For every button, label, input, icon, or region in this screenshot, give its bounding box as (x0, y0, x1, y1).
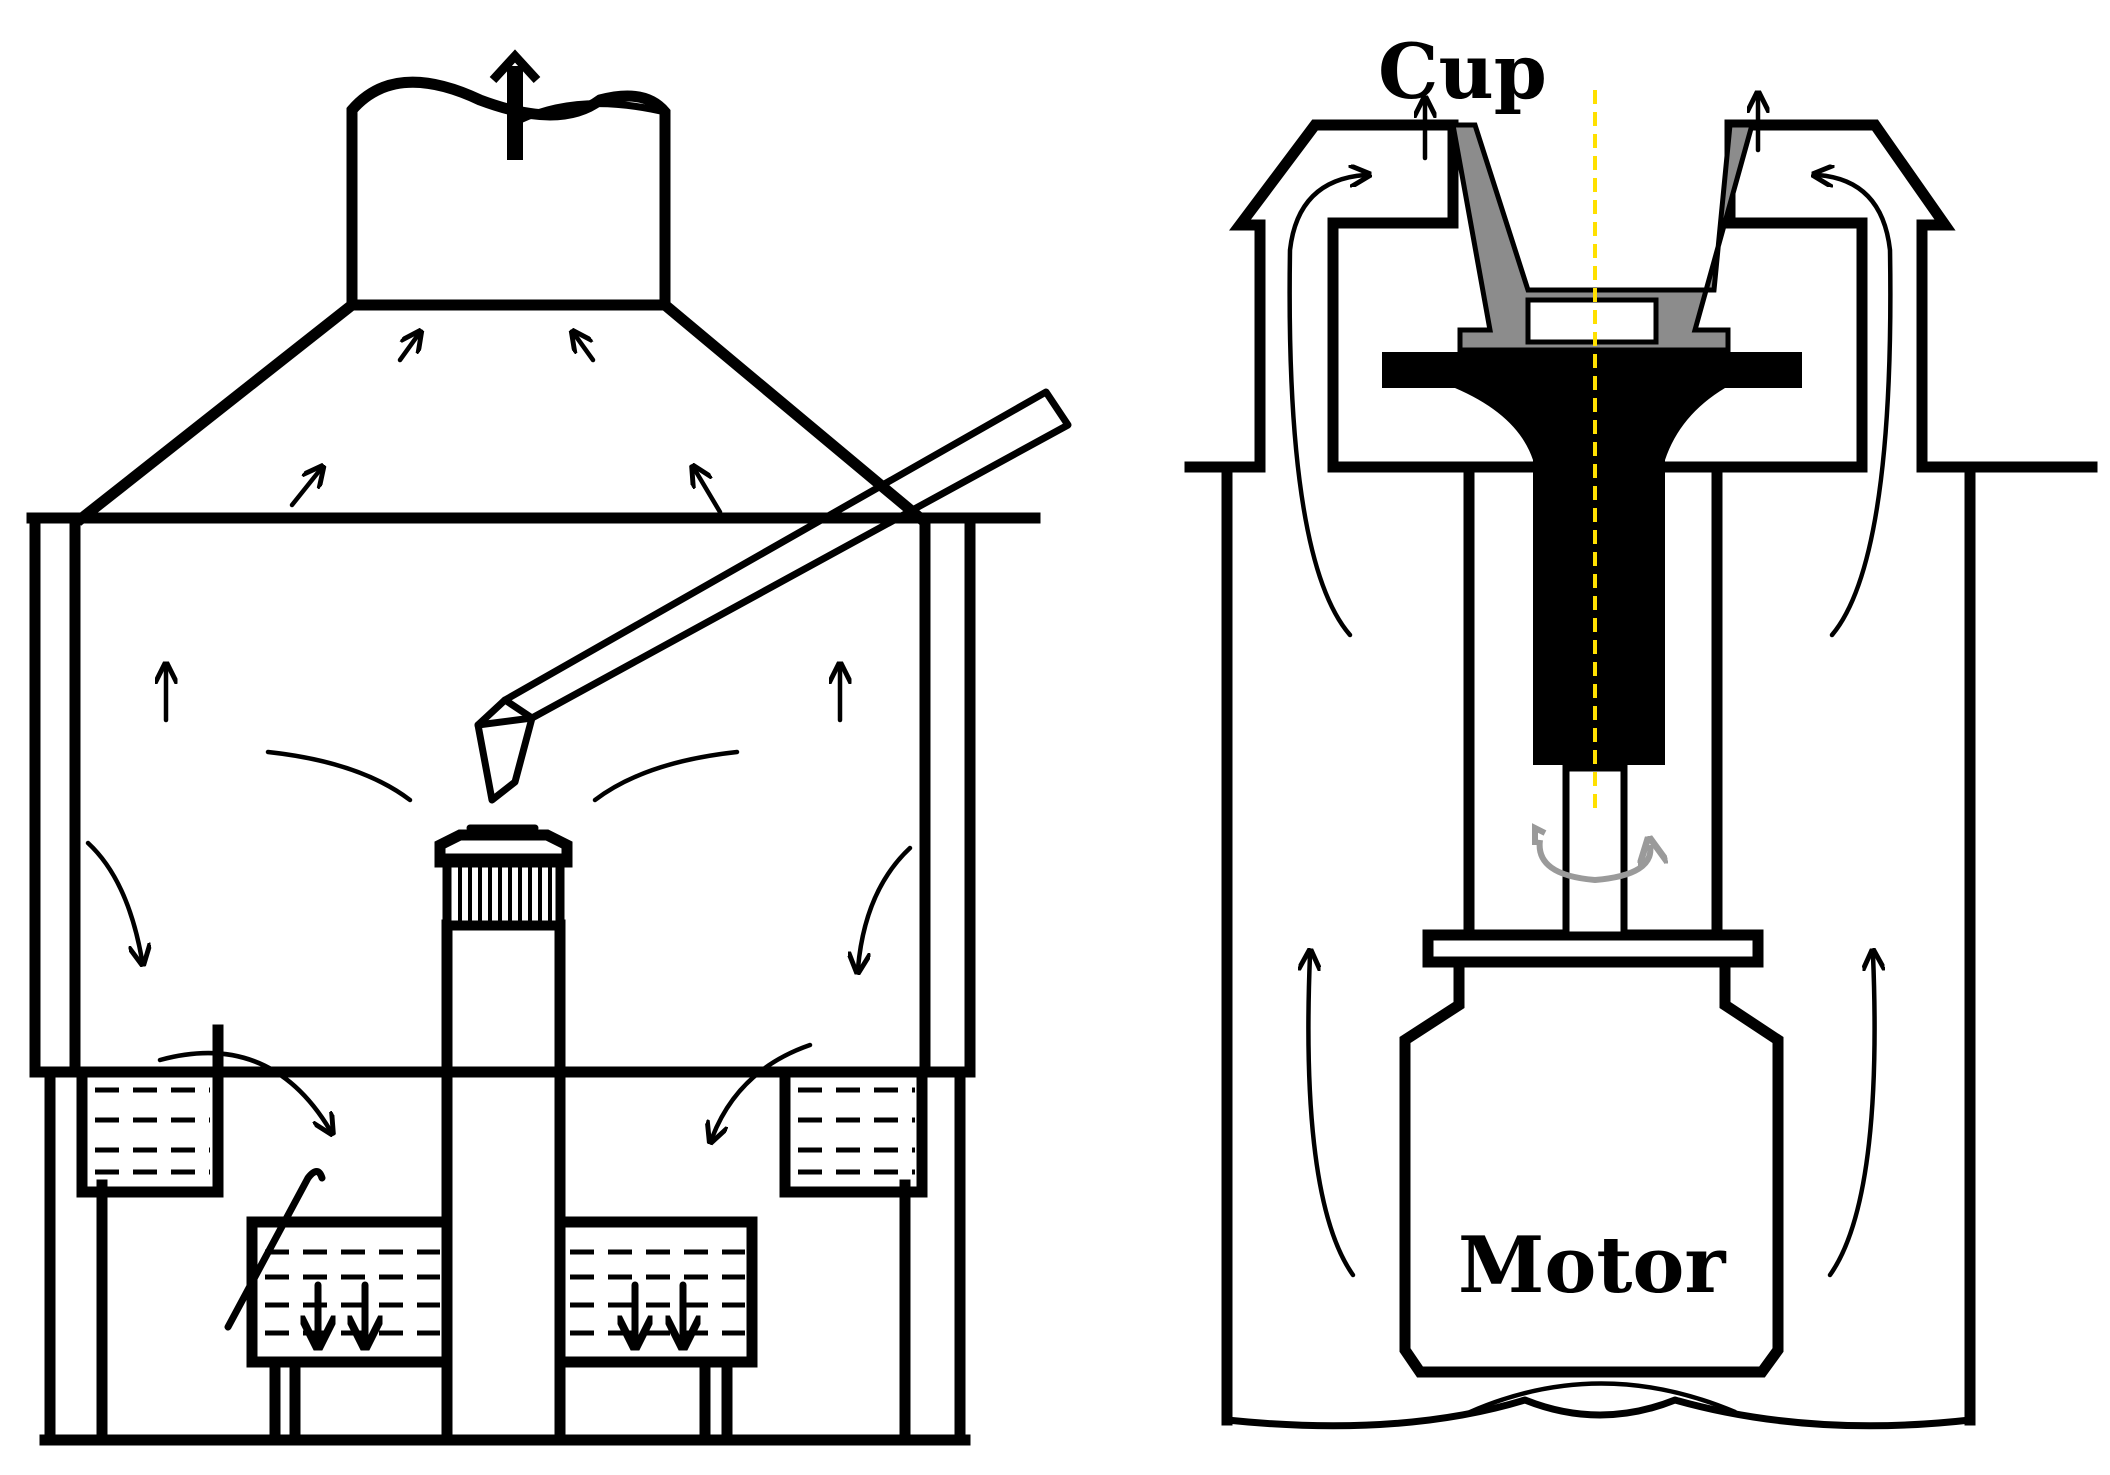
left-apparatus (26, 49, 1072, 1446)
base-frame (39, 1066, 971, 1446)
feed-tube-nozzle (474, 388, 1072, 804)
lower-collection-tanks (224, 1168, 758, 1446)
spray-curves (265, 749, 740, 803)
right-hood (1724, 119, 1956, 473)
cup-label: Cup (1378, 27, 1547, 116)
left-hood (1229, 119, 1459, 473)
exhaust-hood (26, 297, 1041, 526)
motor-body (1399, 956, 1784, 1378)
right-apparatus: Cup Motor (1184, 27, 2098, 1430)
exhaust-chimney (346, 49, 671, 311)
central-column (434, 824, 573, 1446)
motor-label: Motor (1458, 1220, 1726, 1311)
outer-housing (1184, 461, 2098, 1430)
right-airflow-arrows (1287, 97, 1893, 1278)
left-liquid-trough (76, 1024, 224, 1198)
spinning-cup (1450, 122, 1756, 353)
right-liquid-trough (779, 1066, 928, 1198)
spray-chamber (29, 512, 976, 1078)
airflow-arrows (85, 335, 913, 1138)
spindle (1382, 90, 1802, 939)
